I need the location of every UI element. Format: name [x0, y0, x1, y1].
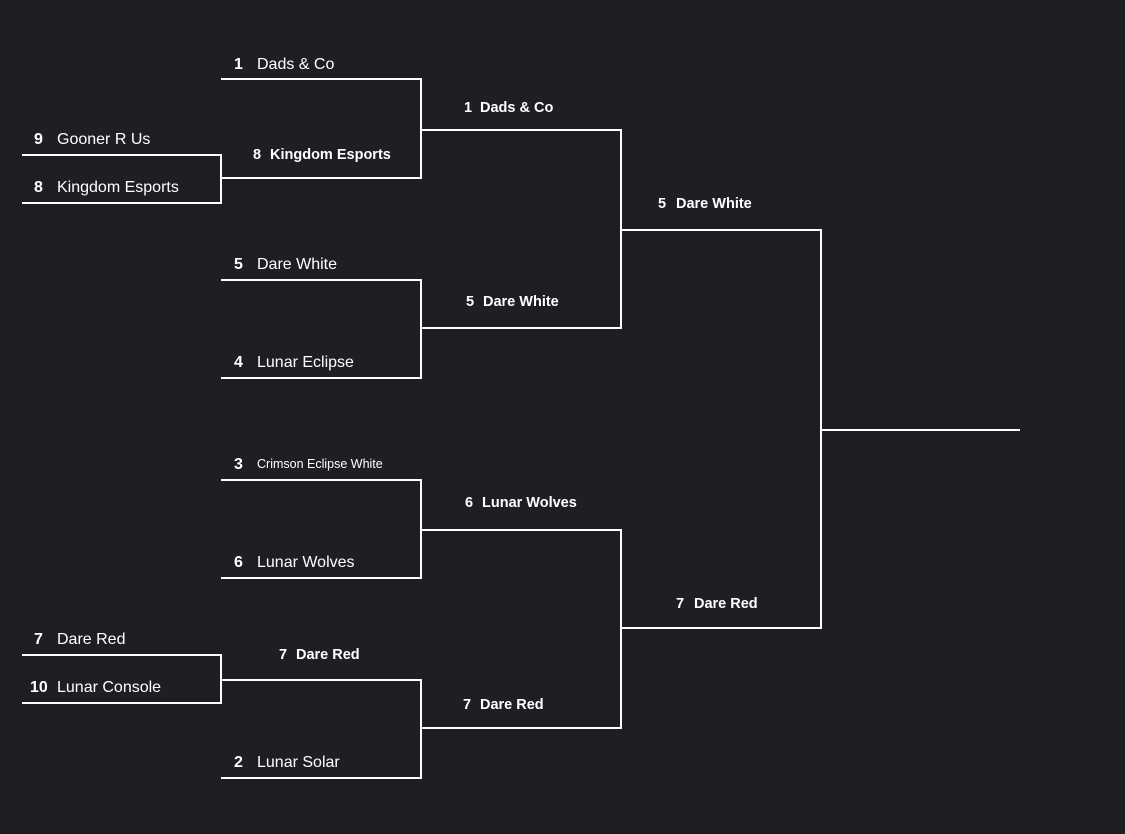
team-seed: 5: [234, 256, 243, 273]
qf-winner-label: 1: [464, 100, 472, 116]
round1-winner-label: Kingdom Esports: [270, 147, 391, 163]
sf-winner-label: Dare White: [676, 196, 752, 212]
match-qf-1: 1 Dads & Co: [221, 56, 621, 179]
sf-winner-label: 7: [676, 596, 684, 612]
match-sf-2: [620, 529, 821, 729]
team-name: Lunar Wolves: [257, 554, 355, 571]
sf-winner-label: Dare Red: [694, 596, 758, 612]
qf-winner-label: Lunar Wolves: [482, 495, 577, 511]
team-seed: 4: [234, 354, 243, 371]
team-name: Lunar Eclipse: [257, 354, 354, 371]
match-r1-top: 9 Gooner R Us 8 Kingdom Esports: [22, 131, 421, 204]
qf-winner-label: 5: [466, 294, 474, 310]
team-seed: 7: [34, 631, 43, 648]
match-qf-4: 2 Lunar Solar: [221, 679, 621, 779]
team-name: Dare White: [257, 256, 337, 273]
team-name: Lunar Solar: [257, 754, 340, 771]
team-name: Dads & Co: [257, 56, 334, 73]
match-qf-2: 5 Dare White 4 Lunar Eclipse: [221, 256, 621, 379]
qf-winner-label: Dare White: [483, 294, 559, 310]
match-qf-3: 3 Crimson Eclipse White 6 Lunar Wolves: [221, 456, 621, 579]
qf-winner-label: Dads & Co: [480, 100, 553, 116]
team-seed: 10: [30, 679, 48, 696]
round1-winner-label: 7: [279, 647, 287, 663]
sf-winner-label: 5: [658, 196, 666, 212]
round1-winner-label: 8: [253, 147, 261, 163]
team-seed: 9: [34, 131, 43, 148]
team-name: Kingdom Esports: [57, 179, 179, 196]
team-name: Gooner R Us: [57, 131, 150, 148]
team-name: Crimson Eclipse White: [257, 457, 383, 471]
team-seed: 1: [234, 56, 243, 73]
team-seed: 3: [234, 456, 243, 473]
qf-winner-label: Dare Red: [480, 697, 544, 713]
team-name: Dare Red: [57, 631, 125, 648]
match-sf-1: [620, 129, 821, 329]
match-r1-bottom: 7 Dare Red 10 Lunar Console: [22, 631, 421, 704]
team-seed: 8: [34, 179, 43, 196]
round1-winner-label: Dare Red: [296, 647, 360, 663]
team-name: Lunar Console: [57, 679, 161, 696]
qf-winner-label: 7: [463, 697, 471, 713]
match-final: [820, 229, 1020, 629]
qf-winner-label: 6: [465, 495, 473, 511]
team-seed: 2: [234, 754, 243, 771]
team-seed: 6: [234, 554, 243, 571]
